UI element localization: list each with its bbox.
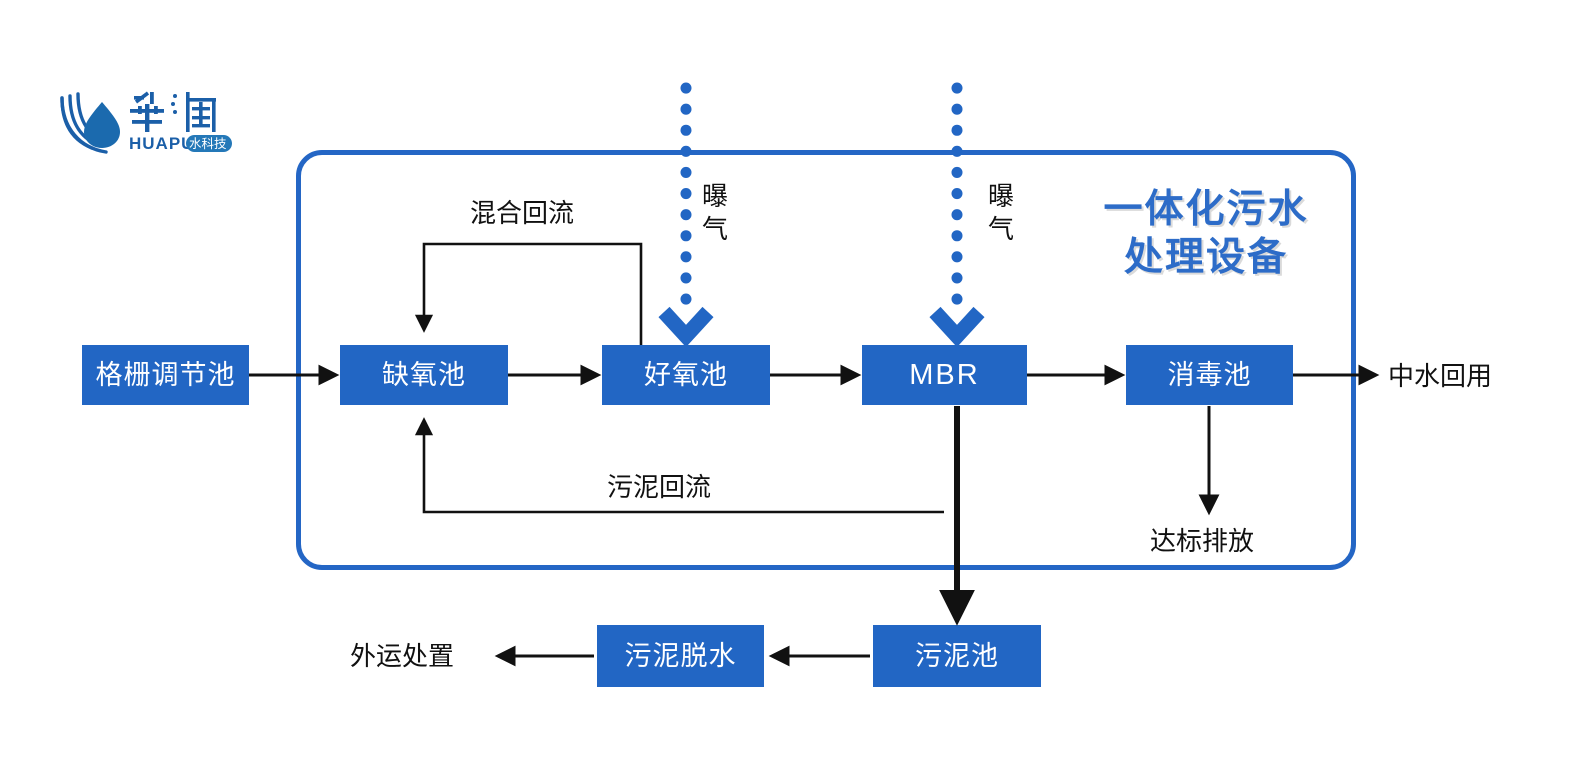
process-box-label: MBR xyxy=(909,358,980,391)
aeration-char-1: 曝 xyxy=(701,181,728,211)
label-offsite-disposal: 外运处置 xyxy=(350,641,455,671)
process-box-label: 好氧池 xyxy=(644,359,728,390)
logo-wordmark-cn xyxy=(130,91,216,132)
logo-badge: 水科技 xyxy=(186,135,232,152)
aeration-char-1: 曝 xyxy=(987,181,1014,211)
page-title-line-2: 处理设备 xyxy=(1123,234,1288,280)
process-box-label: 缺氧池 xyxy=(382,359,466,390)
process-box-mbr[interactable]: MBR xyxy=(862,345,1027,405)
aeration-char-2: 气 xyxy=(701,213,728,244)
logo-mark: HUAPU 水科技 xyxy=(60,91,232,154)
logo-badge-text: 水科技 xyxy=(189,136,227,151)
label-sludge-return: 污泥回流 xyxy=(607,472,712,502)
process-box-disinfection[interactable]: 消毒池 xyxy=(1126,345,1293,405)
process-box-label: 污泥池 xyxy=(915,640,999,671)
label-standard-discharge: 达标排放 xyxy=(1150,526,1255,556)
page-title: 一体化污水 处理设备 xyxy=(1086,186,1326,281)
process-box-anoxic[interactable]: 缺氧池 xyxy=(340,345,508,405)
process-box-aerobic[interactable]: 好氧池 xyxy=(602,345,770,405)
aeration-char-2: 气 xyxy=(987,213,1014,244)
process-box-label: 格栅调节池 xyxy=(95,359,236,390)
process-box-label: 消毒池 xyxy=(1167,359,1252,390)
label-reclaimed-water: 中水回用 xyxy=(1388,361,1493,391)
logo-latin-text: HUAPU xyxy=(129,134,194,153)
company-logo: HUAPU 水科技 xyxy=(58,80,233,170)
integrated-equipment-frame xyxy=(296,150,1356,570)
label-aeration-mbr: 曝 气 xyxy=(986,180,1016,245)
process-box-sludge-tank[interactable]: 污泥池 xyxy=(873,625,1041,687)
label-mixed-return: 混合回流 xyxy=(470,198,575,228)
process-box-label: 污泥脱水 xyxy=(624,640,737,671)
process-box-grille[interactable]: 格栅调节池 xyxy=(82,345,249,405)
label-aeration-aerobic: 曝 气 xyxy=(700,180,730,245)
page-title-line-1: 一体化污水 xyxy=(1103,187,1309,232)
process-box-sludge-dewatering[interactable]: 污泥脱水 xyxy=(597,625,764,687)
